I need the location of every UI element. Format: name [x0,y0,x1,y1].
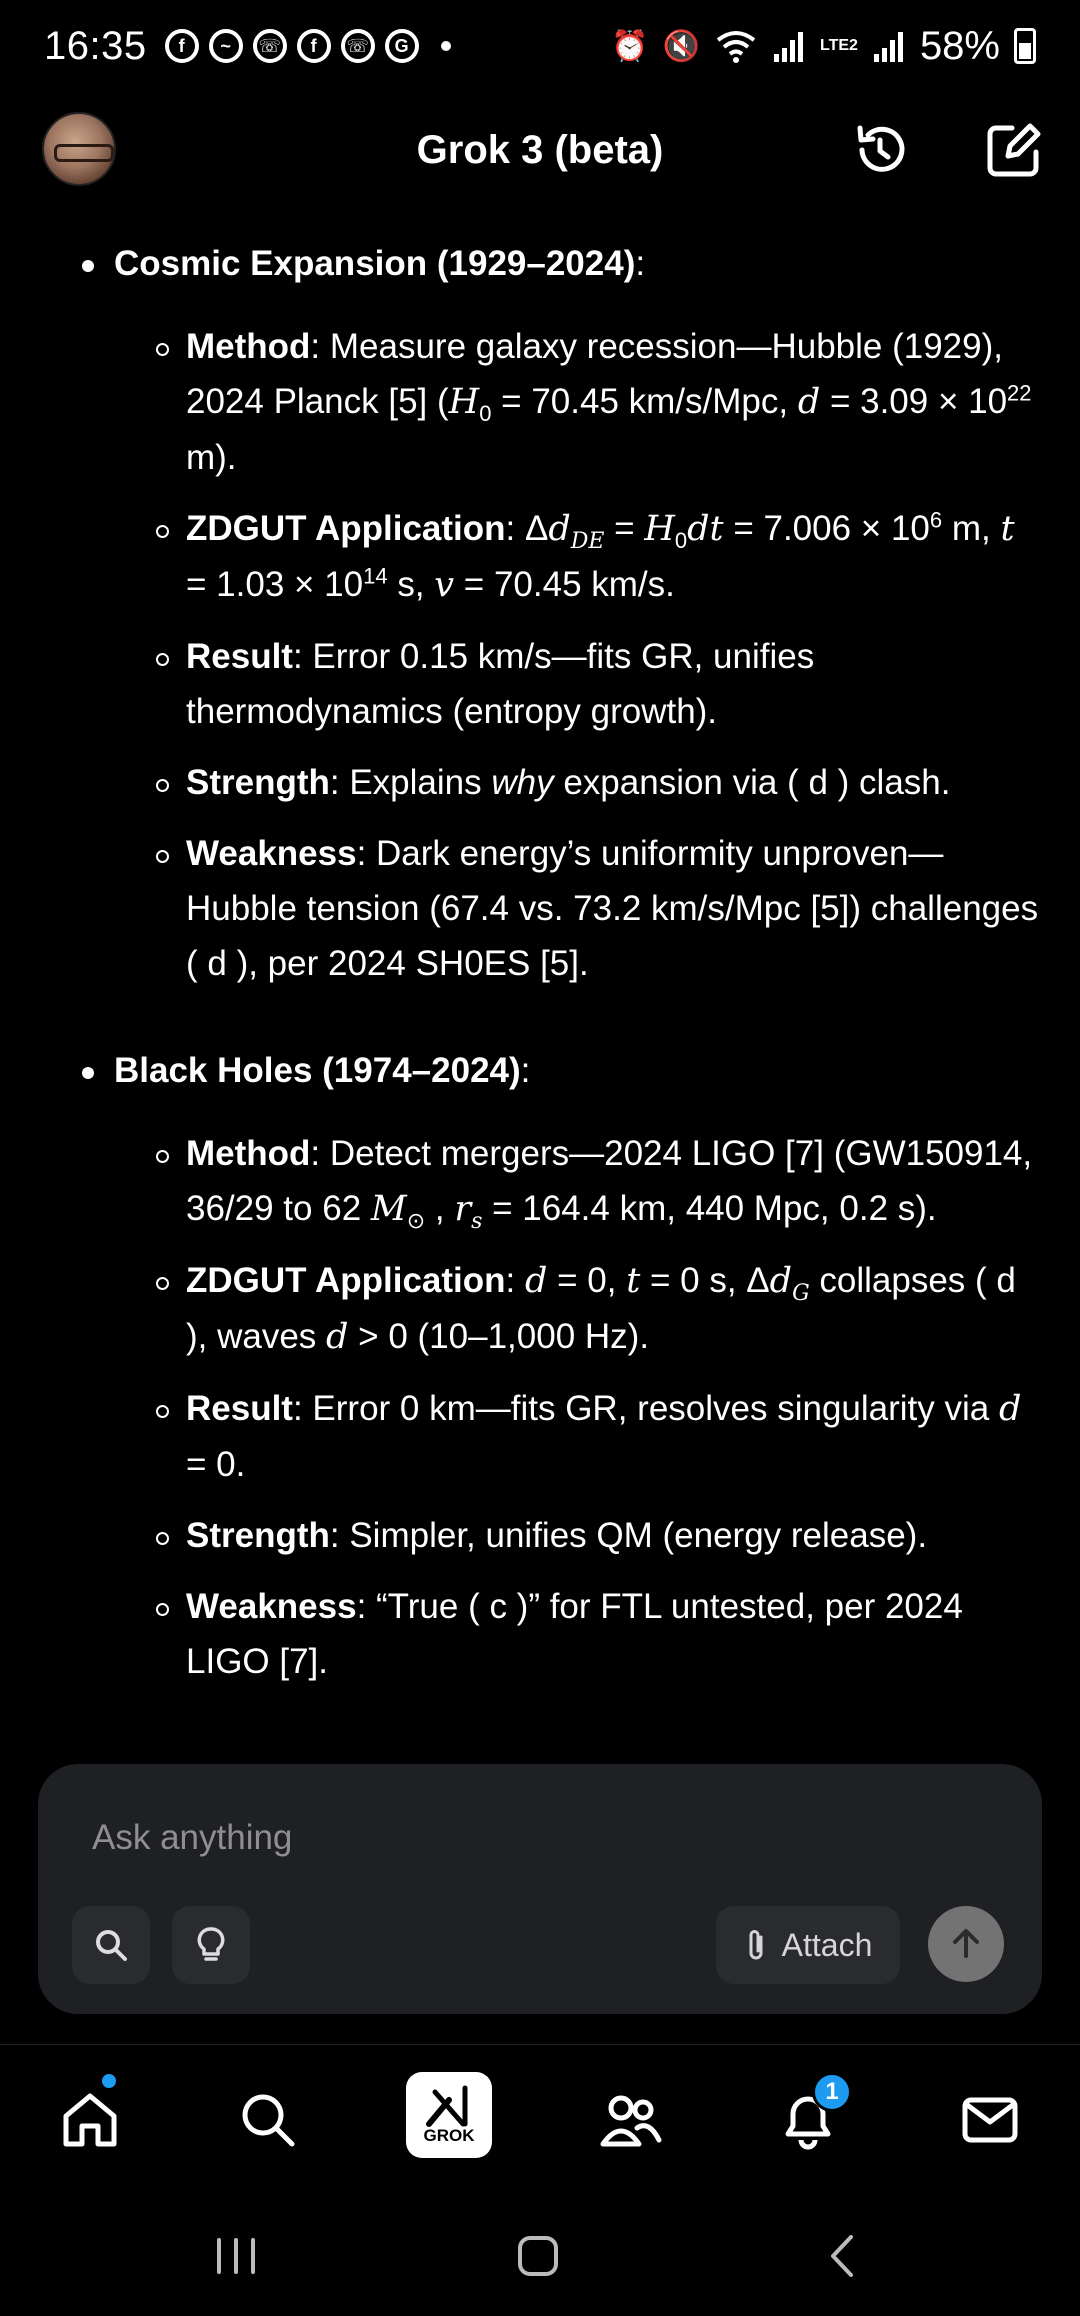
google-icon: G [384,29,419,63]
mute-icon: 🔇 [662,29,700,63]
chat-response: Cosmic Expansion (1929–2024): Method: Me… [0,236,1080,1705]
list-item: Method: Detect mergers—2024 LIGO [7] (GW… [0,1126,1080,1237]
bell-icon [785,2096,831,2150]
status-bar: 16:35 f ~ ☏ f ☏ G ⏰ 🔇 LTE2 58% [0,0,1080,92]
lte-label: LTE2 [820,37,858,54]
list-item: ZDGUT Application: ΔdDE = H0dt = 7.006 ×… [0,501,1080,613]
nav-communities[interactable] [590,2080,670,2160]
think-button[interactable] [172,1906,250,1984]
lightbulb-icon [197,1927,225,1961]
app-header: Grok 3 (beta) [0,100,1080,200]
circle-bullet-icon [156,779,169,792]
nav-messages[interactable] [950,2080,1030,2160]
list-item: Weakness: “True ( c )” for FTL untested,… [0,1579,1080,1689]
battery-icon [1014,28,1036,64]
messenger-icon: ~ [208,29,243,63]
notifications-badge: 1 [812,2072,852,2112]
composer: Ask anything Attach [38,1764,1042,2014]
status-time: 16:35 [44,23,147,68]
signal-icon [873,32,903,62]
facebook-icon: f [296,29,331,63]
grok-logo-icon [426,2085,468,2127]
section-title: Cosmic Expansion (1929–2024): [0,236,1080,291]
section-black-holes: Black Holes (1974–2024): Method: Detect … [0,1043,1080,1689]
search-icon [242,2094,295,2147]
circle-bullet-icon [156,1532,169,1545]
nav-notifications[interactable] [768,2080,848,2160]
ask-input[interactable]: Ask anything [92,1818,293,1857]
paperclip-icon [749,1930,763,1960]
alarm-icon: ⏰ [611,29,649,63]
facebook-icon: f [164,29,199,63]
home-icon [63,2093,117,2147]
deep-search-button[interactable] [72,1906,150,1984]
grok-label: GROK [423,2126,475,2145]
home-button[interactable] [498,2226,578,2286]
section-cosmic-expansion: Cosmic Expansion (1929–2024): Method: Me… [0,236,1080,991]
page-title: Grok 3 (beta) [416,127,664,172]
bottom-nav: GROK 1 [0,2044,1080,2194]
circle-bullet-icon [156,850,169,863]
unread-dot [100,2072,118,2090]
wifi-icon [716,31,756,63]
section-items: Method: Detect mergers—2024 LIGO [7] (GW… [0,1126,1080,1689]
section-items: Method: Measure galaxy recession—Hubble … [0,319,1080,991]
circle-bullet-icon [156,525,169,538]
bullet-icon [82,260,94,272]
circle-bullet-icon [156,1277,169,1290]
list-item: Result: Error 0.15 km/s—fits GR, unifies… [0,629,1080,739]
people-icon [600,2095,662,2147]
recent-apps-button[interactable] [196,2226,276,2286]
history-icon[interactable] [848,118,912,182]
list-item: Strength: Simpler, unifies QM (energy re… [0,1508,1080,1563]
back-chevron-icon [831,2235,853,2277]
circle-bullet-icon [156,343,169,356]
nav-home[interactable] [50,2080,130,2160]
list-item: Strength: Explains why expansion via ( d… [0,755,1080,810]
send-button[interactable] [928,1906,1004,1982]
nav-grok[interactable]: GROK [406,2072,492,2158]
avatar[interactable] [42,112,116,186]
notification-icons: f ~ ☏ f ☏ G [164,29,451,63]
section-title: Black Holes (1974–2024): [0,1043,1080,1098]
attach-label: Attach [781,1926,873,1963]
attach-button[interactable]: Attach [716,1906,900,1984]
bullet-icon [82,1067,94,1079]
new-chat-icon[interactable] [982,118,1046,182]
viber-icon: ☏ [340,29,375,63]
more-notifications-icon [440,41,451,51]
list-item: Method: Measure galaxy recession—Hubble … [0,319,1080,485]
recents-icon [217,2238,255,2274]
search-icon [96,1930,127,1961]
circle-bullet-icon [156,653,169,666]
arrow-up-icon [953,1929,979,1958]
mail-icon [962,2097,1018,2143]
circle-bullet-icon [156,1603,169,1616]
nav-divider [0,2044,1080,2045]
system-status: ⏰ 🔇 LTE2 58% [611,24,1036,69]
home-square-icon [518,2236,558,2276]
back-button[interactable] [802,2226,882,2286]
signal-icon [774,32,803,62]
viber-icon: ☏ [252,29,287,63]
system-navigation [0,2200,1080,2316]
nav-search[interactable] [228,2080,308,2160]
circle-bullet-icon [156,1150,169,1163]
battery-percent: 58% [919,23,1000,68]
circle-bullet-icon [156,1405,169,1418]
list-item: ZDGUT Application: d = 0, t = 0 s, ΔdG c… [0,1253,1080,1365]
list-item: Weakness: Dark energy’s uniformity unpro… [0,826,1080,991]
list-item: Result: Error 0 km—fits GR, resolves sin… [0,1381,1080,1492]
